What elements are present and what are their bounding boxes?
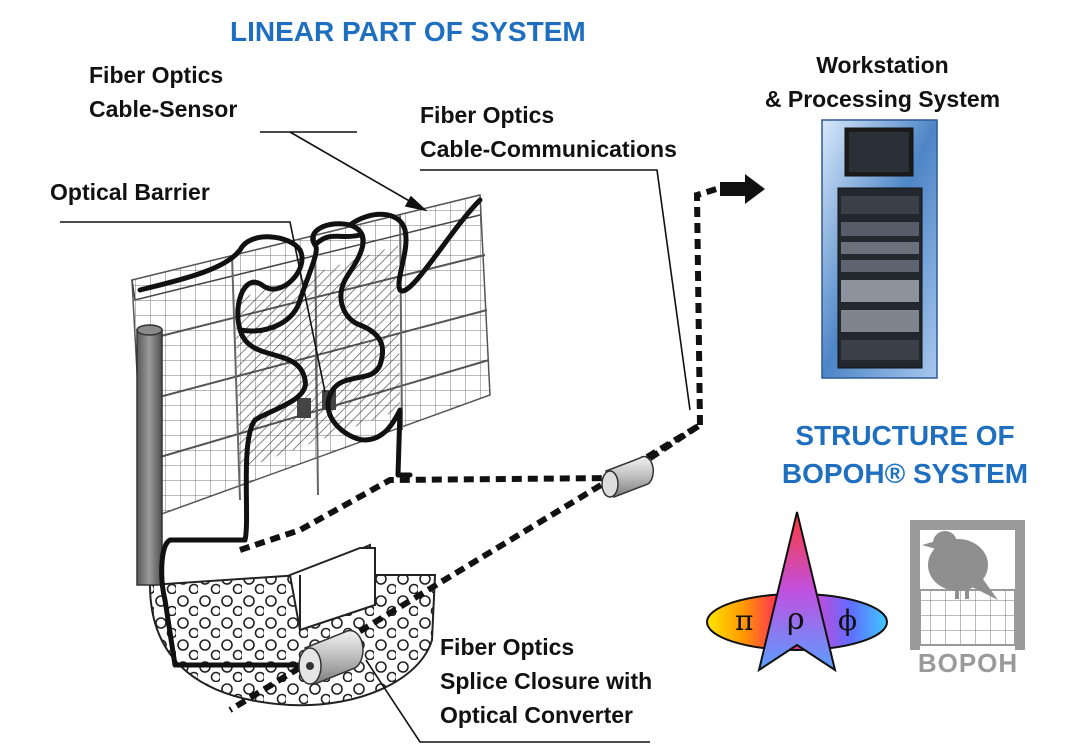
arrow-right-icon <box>720 174 765 204</box>
linear-system-title: LINEAR PART OF SYSTEM <box>230 16 586 47</box>
workstation-rack <box>821 119 938 379</box>
pi-symbol: π <box>735 604 754 637</box>
splice-closure-small-icon <box>601 455 654 498</box>
splice-closure-label-line3: Optical Converter <box>440 702 633 728</box>
bopoh-logo <box>910 520 1025 650</box>
structure-title-line2: BOPOH® SYSTEM <box>781 458 1029 489</box>
sensor-cable <box>137 197 483 668</box>
splice-closure-label-line1: Fiber Optics <box>440 634 575 660</box>
workstation-label: Workstation & Processing System <box>745 48 1020 116</box>
leader-lines <box>60 131 691 743</box>
crow-icon <box>922 531 998 600</box>
sensor-cable-label-line1: Fiber Optics <box>89 62 224 88</box>
splice-closure-label: Fiber Optics Splice Closure with Optical… <box>440 630 652 732</box>
communications-cable-label: Fiber Optics Cable-Communications <box>420 98 677 166</box>
communications-cable-label-line2: Cable-Communications <box>420 136 677 162</box>
phi-symbol: ϕ <box>838 604 858 637</box>
splice-closure-icon <box>298 629 364 686</box>
sensor-cable-label-line2: Cable-Sensor <box>89 96 238 122</box>
splice-closure-label-line2: Splice Closure with <box>440 668 653 694</box>
workstation-label-line2: & Processing System <box>764 86 1001 112</box>
communications-cable-riser <box>693 185 721 426</box>
optical-barrier-label: Optical Barrier <box>50 179 210 205</box>
workstation-label-line1: Workstation <box>816 52 949 78</box>
emblem <box>706 511 888 673</box>
structure-title: STRUCTURE OF BOPOH® SYSTEM <box>780 420 1030 490</box>
structure-title-line1: STRUCTURE OF <box>795 420 1015 451</box>
trench <box>148 543 437 707</box>
communications-cable-label-line1: Fiber Optics <box>420 102 555 128</box>
fence-post <box>136 324 163 586</box>
rho-symbol: ρ <box>787 602 805 637</box>
sensor-cable-label: Fiber Optics Cable-Sensor <box>89 58 237 126</box>
bopoh-logo-text: BOPOH <box>917 648 1019 678</box>
